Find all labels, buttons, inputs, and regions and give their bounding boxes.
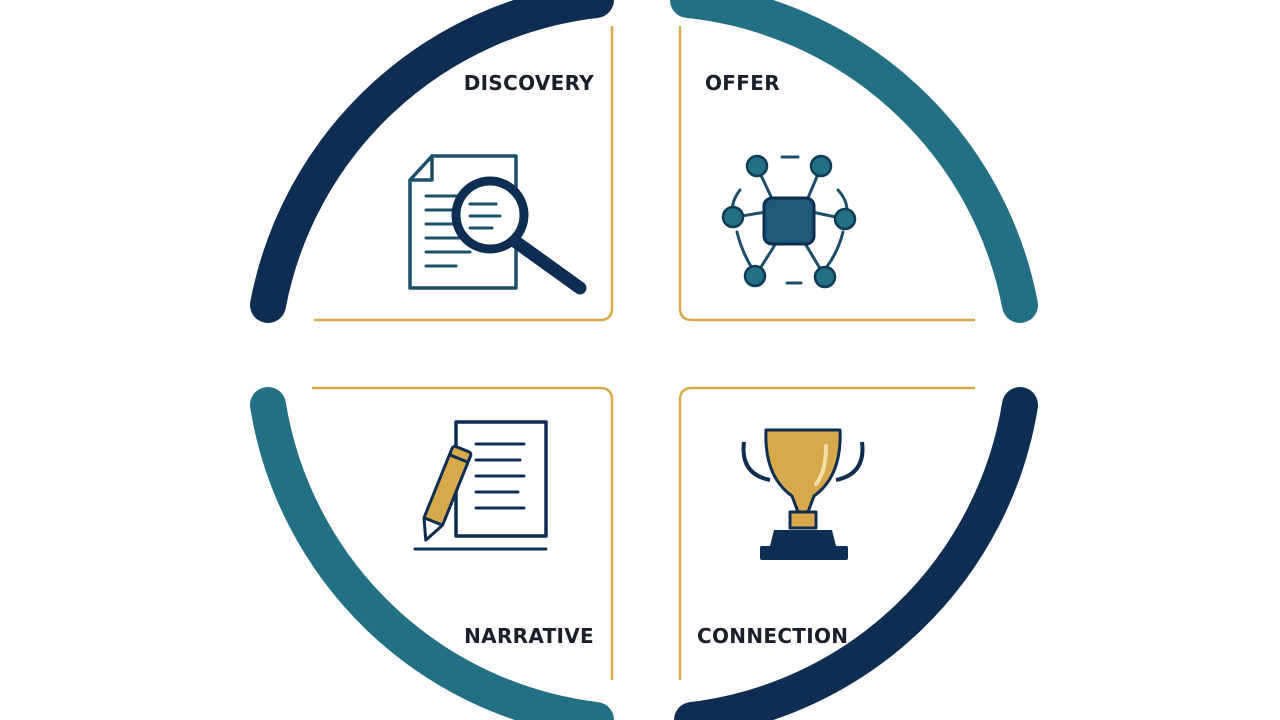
pencil-document-icon: [413, 420, 548, 551]
document-magnifier-icon: [408, 154, 587, 295]
arc-top-left: [250, 0, 614, 323]
label-offer: OFFER: [705, 71, 780, 95]
divider-bottom-left: [312, 386, 614, 680]
divider-top-right: [678, 26, 975, 322]
network-hub-icon: [721, 154, 857, 289]
divider-top-left: [314, 26, 614, 322]
arc-top-right: [670, 0, 1038, 323]
trophy-icon: [741, 428, 865, 560]
divider-bottom-right: [678, 386, 975, 680]
label-narrative: NARRATIVE: [464, 624, 594, 648]
arc-bottom-right: [674, 387, 1038, 720]
arc-bottom-left: [250, 387, 614, 720]
label-discovery: DISCOVERY: [464, 71, 594, 95]
quadrant-dividers: [312, 26, 975, 680]
label-connection: CONNECTION: [697, 624, 848, 648]
